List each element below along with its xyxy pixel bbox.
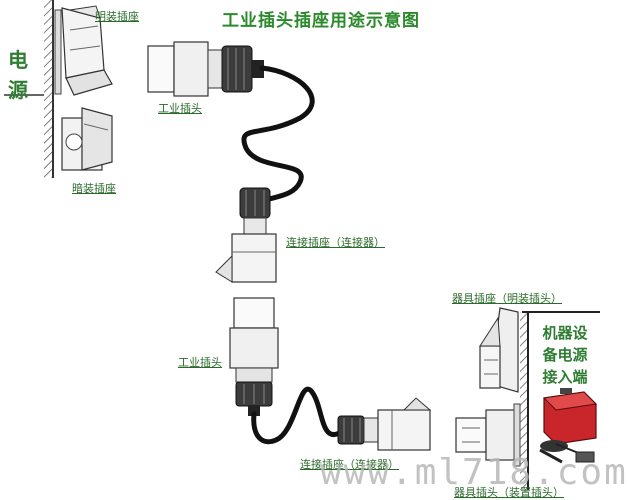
label-connector-socket: 连接插座（连接器） <box>286 236 385 249</box>
red-machine-icon <box>539 388 598 464</box>
label-appliance-plug: 器具插头（装置插头） <box>454 486 564 499</box>
left-wall <box>4 0 54 178</box>
industrial-plug-mid-icon <box>229 297 279 416</box>
power-source-label-1: 电 <box>8 48 28 72</box>
cable-bottom <box>251 386 347 445</box>
machine-box <box>520 311 600 490</box>
watermark: www.ml718.com <box>320 452 628 493</box>
cable-top <box>241 65 315 208</box>
label-connector-socket-bottom: 连接插座（连接器） <box>300 458 399 471</box>
label-flush-socket: 暗装插座 <box>72 182 116 195</box>
connector-socket-bottom-icon <box>337 397 432 451</box>
industrial-plug-top-icon <box>147 41 264 97</box>
label-appliance-inlet-surface: 器具插座（明装插头） <box>452 292 562 305</box>
appliance-inlet-icon <box>479 307 519 393</box>
machine-label-line-3: 接入端 <box>542 368 588 386</box>
machine-label-line-2: 备电源 <box>542 346 588 364</box>
label-surface-socket: 明装插座 <box>95 10 139 23</box>
surface-socket-icon <box>54 5 113 96</box>
flush-socket-icon <box>61 107 113 171</box>
appliance-plug-icon <box>455 403 521 467</box>
diagram-canvas <box>4 0 600 490</box>
power-source-label-2: 源 <box>8 78 28 102</box>
machine-label-line-1: 机器设 <box>542 324 588 342</box>
connector-socket-icon <box>215 187 277 283</box>
diagram-title: 工业插头插座用途示意图 <box>222 11 420 31</box>
label-industrial-plug-top: 工业插头 <box>158 102 202 115</box>
label-industrial-plug-mid: 工业插头 <box>178 356 222 369</box>
